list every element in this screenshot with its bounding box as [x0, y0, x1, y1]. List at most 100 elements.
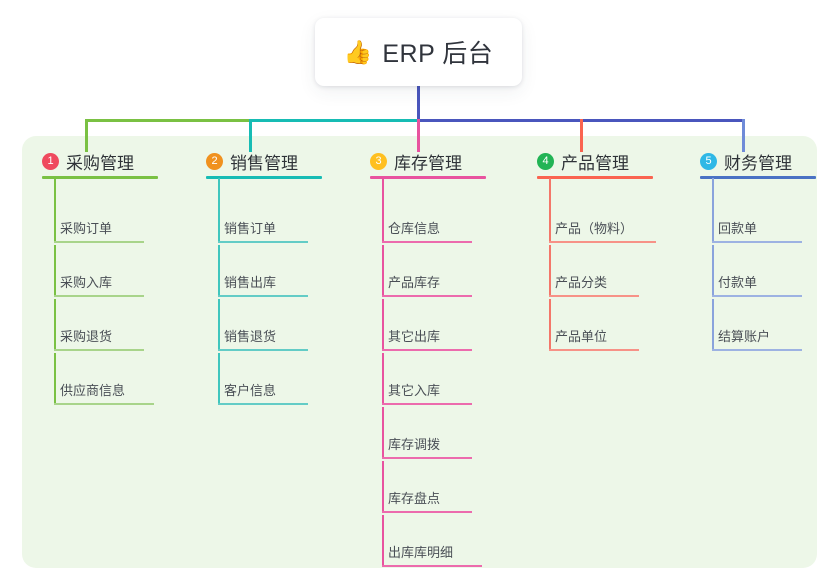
item-rule [218, 403, 308, 405]
item-rule [54, 349, 144, 351]
branch-badge: 2 [206, 152, 223, 170]
list-item[interactable]: 产品单位 [527, 299, 692, 353]
branch-items: 产品（物料） 产品分类 产品单位 [527, 178, 692, 353]
list-item-label: 采购退货 [60, 329, 113, 344]
list-item-label: 销售退货 [224, 329, 277, 344]
item-rule [54, 295, 144, 297]
branch-title: 财务管理 [724, 153, 792, 173]
branch-header-purchasing[interactable]: 1 采购管理 [32, 144, 197, 179]
item-rule [382, 565, 482, 567]
branch-header-product[interactable]: 4 产品管理 [527, 144, 692, 179]
item-rule [382, 403, 472, 405]
item-trunk [54, 178, 56, 243]
branch-header-sales[interactable]: 2 销售管理 [196, 144, 361, 179]
item-trunk [218, 178, 220, 243]
branch-badge: 3 [370, 152, 387, 170]
item-trunk [218, 299, 220, 351]
item-trunk [54, 245, 56, 297]
item-trunk [382, 178, 384, 243]
list-item-label: 产品库存 [388, 275, 441, 290]
branch-header-rule [42, 176, 158, 179]
root-node[interactable]: 👍 ERP 后台 [315, 18, 522, 86]
list-item-label: 客户信息 [224, 383, 277, 398]
list-item-label: 销售出库 [224, 275, 277, 290]
item-trunk [382, 461, 384, 513]
list-item-label: 库存盘点 [388, 491, 441, 506]
branch-column-sales: 2 销售管理 销售订单 销售出库 销售退货 [196, 144, 361, 407]
item-rule [382, 295, 472, 297]
list-item-label: 销售订单 [224, 221, 277, 236]
item-trunk [218, 245, 220, 297]
list-item[interactable]: 库存盘点 [360, 461, 525, 515]
branch-badge: 5 [700, 152, 717, 170]
list-item[interactable]: 产品库存 [360, 245, 525, 299]
item-trunk [549, 245, 551, 297]
item-rule [712, 295, 802, 297]
list-item[interactable]: 产品（物料） [527, 178, 692, 245]
list-item-label: 库存调拨 [388, 437, 441, 452]
item-trunk [549, 178, 551, 243]
list-item[interactable]: 仓库信息 [360, 178, 525, 245]
list-item[interactable]: 结算账户 [690, 299, 839, 353]
item-rule [712, 349, 802, 351]
list-item-label: 采购订单 [60, 221, 113, 236]
list-item-label: 产品分类 [555, 275, 608, 290]
item-trunk [382, 299, 384, 351]
item-trunk [382, 245, 384, 297]
item-trunk [382, 407, 384, 459]
list-item[interactable]: 库存调拨 [360, 407, 525, 461]
list-item[interactable]: 销售出库 [196, 245, 361, 299]
list-item[interactable]: 销售订单 [196, 178, 361, 245]
item-rule [549, 241, 656, 243]
item-trunk [54, 353, 56, 405]
item-rule [382, 349, 472, 351]
list-item[interactable]: 供应商信息 [32, 353, 197, 407]
item-trunk [382, 353, 384, 405]
root-node-title: ERP 后台 [382, 40, 494, 68]
branch-badge: 1 [42, 152, 59, 170]
list-item[interactable]: 采购退货 [32, 299, 197, 353]
item-trunk [712, 178, 714, 243]
list-item-label: 产品（物料） [555, 221, 634, 236]
branch-header-finance[interactable]: 5 财务管理 [690, 144, 839, 179]
item-rule [54, 241, 144, 243]
item-trunk [382, 515, 384, 567]
branch-column-purchasing: 1 采购管理 采购订单 采购入库 采购退货 [32, 144, 197, 407]
branches-panel [22, 136, 817, 568]
branch-title: 销售管理 [230, 153, 298, 173]
branch-items: 销售订单 销售出库 销售退货 客户信息 [196, 178, 361, 407]
branch-items: 仓库信息 产品库存 其它出库 其它入库 [360, 178, 525, 569]
item-rule [549, 295, 639, 297]
branch-header-rule [700, 176, 816, 179]
list-item[interactable]: 回款单 [690, 178, 839, 245]
branch-column-product: 4 产品管理 产品（物料） 产品分类 产品单位 [527, 144, 692, 353]
list-item[interactable]: 付款单 [690, 245, 839, 299]
branch-title: 产品管理 [561, 153, 629, 173]
item-trunk [549, 299, 551, 351]
item-trunk [712, 299, 714, 351]
item-trunk [712, 245, 714, 297]
list-item-label: 仓库信息 [388, 221, 441, 236]
branch-title: 库存管理 [394, 153, 462, 173]
list-item[interactable]: 采购订单 [32, 178, 197, 245]
list-item[interactable]: 产品分类 [527, 245, 692, 299]
branch-header-rule [206, 176, 322, 179]
list-item[interactable]: 其它入库 [360, 353, 525, 407]
list-item-label: 结算账户 [718, 329, 771, 344]
list-item[interactable]: 客户信息 [196, 353, 361, 407]
branch-header-inventory[interactable]: 3 库存管理 [360, 144, 525, 179]
list-item-label: 出库库明细 [388, 545, 454, 560]
list-item[interactable]: 其它出库 [360, 299, 525, 353]
list-item[interactable]: 出库库明细 [360, 515, 525, 569]
item-rule [218, 295, 308, 297]
item-rule [382, 241, 472, 243]
list-item-label: 其它入库 [388, 383, 441, 398]
list-item-label: 供应商信息 [60, 383, 126, 398]
thumbs-up-icon: 👍 [343, 38, 373, 65]
branch-items: 回款单 付款单 结算账户 [690, 178, 839, 353]
list-item[interactable]: 采购入库 [32, 245, 197, 299]
branch-column-finance: 5 财务管理 回款单 付款单 结算账户 [690, 144, 839, 353]
list-item[interactable]: 销售退货 [196, 299, 361, 353]
